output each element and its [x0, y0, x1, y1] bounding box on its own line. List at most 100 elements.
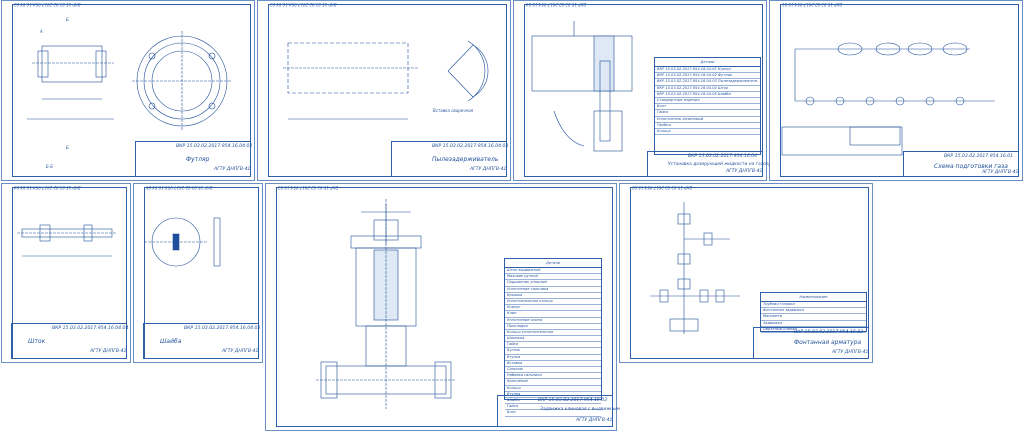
section-bb-label: Б-Б: [46, 164, 53, 169]
sheet-shayba: ВКР 15.03.02.2017.954.16.04.05 ВКР 15.03…: [133, 183, 263, 363]
sheet-shtok: ВКР 15.03.02.2017.954.16.04.04 ВКР 15.03…: [1, 183, 131, 363]
drawing-code: ВКР 15.03.02.2017.954.16.04.04: [52, 326, 129, 331]
drawing-fontannaya: [650, 202, 740, 334]
spec-table: Детали ВКР 15.03.02.2017.954.16.04.01 Ко…: [654, 57, 761, 155]
spec-row: Кольцо уплотнительное: [505, 330, 601, 337]
spec-header: Детали: [655, 58, 760, 67]
spec-row: Стандартные изделия: [655, 98, 760, 105]
spec-row: Кольцо: [505, 386, 601, 392]
sheet-frame: [630, 187, 869, 359]
drawing-pylezaderzhivatel: [283, 40, 489, 120]
spec-row: Гайка: [505, 342, 601, 349]
sheet-frame: [268, 4, 507, 177]
sheet-frame: [524, 4, 763, 177]
sheet-ustanovka: ВКР 15.03.02.2017.954.16.04 Детали ВКР 1…: [513, 0, 785, 181]
spec-row: Гайка: [505, 404, 601, 411]
organization: АГТУ ДНПГВ-41: [982, 170, 1019, 175]
drawing-title: Схема подготовки газа: [934, 163, 1008, 170]
organization: АГТУ ДНПГВ-41: [222, 349, 259, 354]
spec-row: Набивка сальника: [505, 373, 601, 380]
spec-row: Пробка: [655, 123, 760, 129]
drawing-shtok: [17, 224, 117, 257]
drawing-title: Фонтанная арматура: [794, 339, 862, 346]
spec-row: Сальник: [505, 367, 601, 374]
drawing-code: ВКР 15.03.02.2017.954.16.04.02: [176, 144, 253, 149]
spec-row: ВКР 15.03.02.2017.954.16.04.05 Шайба: [655, 92, 760, 98]
spec-row: Прокладка: [505, 324, 601, 330]
drawing-skhema: [781, 42, 995, 156]
spec-row: Обратный клапан: [761, 327, 866, 333]
organization: АГТУ ДНПГВ-41: [214, 167, 251, 172]
spec-row: Гайка: [655, 110, 760, 117]
drawing-zadvizhka: [316, 199, 456, 409]
drawing-title: Шайба: [160, 338, 182, 345]
organization: АГТУ ДНПГВ-41: [470, 167, 507, 172]
spec-row: Клин: [505, 311, 601, 318]
drawing-code: ВКР 15.03.02.2017.954.16.04: [688, 154, 758, 159]
spec-row: Втулка: [505, 392, 601, 398]
drawing-title: Пылезадерживатель: [432, 156, 499, 163]
organization: АГТУ ДНПГВ-41: [726, 169, 763, 174]
drawing-code: ВКР 15.03.02.2017.954.16.04.03: [432, 144, 509, 149]
note-label: Вставка сварочная: [433, 108, 474, 113]
drawing-title: Шток: [28, 338, 46, 345]
spec-row: Задвижка: [761, 321, 866, 327]
sheet-skhema: ВКР 15.03.02.2017.954.16.01 ВКР 15.03.02…: [769, 0, 1023, 181]
drawing-code: ВКР 15.03.02.2017.954.16.01: [944, 154, 1014, 159]
organization: АГТУ ДНПГВ-41: [832, 350, 869, 355]
sheet-frame: [276, 187, 613, 427]
spec-row: Трубная головка: [761, 302, 866, 309]
title-block: ВКР 15.03.02.2017.954.16.02 Фонтанная ар…: [753, 327, 869, 359]
spec-header: Наименование: [761, 293, 866, 302]
spec-row: Шпилька: [505, 336, 601, 343]
view-b-label-2: Б: [66, 145, 69, 150]
spec-row: ВКР 15.03.02.2017.954.16.04.01 Корпус: [655, 67, 760, 74]
drawing-futlyar: [27, 31, 232, 131]
spec-row: Уплотнение сальника: [505, 287, 601, 293]
spec-row: ВКР 15.03.02.2017.954.16.04.04 Шток: [655, 86, 760, 92]
drawing-code: ВКР 15.03.02.2017.954.16.02: [794, 330, 864, 335]
spec-row: Подшипник упорный: [505, 280, 601, 287]
drawing-title: Установка дозирующей жидкости на газопро…: [668, 162, 786, 167]
title-block: ВКР 15.03.02.2017.954.16.04.03 Пылезадер…: [391, 141, 509, 177]
sheet-fontannaya: ВКР 15.03.02.2017.954.16.02 Наименование…: [619, 183, 873, 363]
spec-row: Втулка: [505, 355, 601, 361]
spec-header: Детали: [505, 259, 601, 268]
sheet-pylezaderzhivatel: ВКР 15.03.02.2017.954.16.04.03 Вставка с…: [257, 0, 511, 181]
title-block: ВКР 15.03.02.2017.954.16.04.04 Шток АГТУ…: [11, 323, 129, 359]
title-block: ВКР 15.03.02.2017.954.16.04 Установка до…: [647, 151, 785, 177]
spec-row: Болт: [655, 104, 760, 111]
organization: АГТУ ДНПГВ-41: [90, 349, 127, 354]
title-block: ВКР 15.03.02.2017.954.16.01 Схема подгот…: [903, 151, 1019, 177]
drawing-code: ВКР 15.03.02.2017.954.16.04.05: [184, 326, 261, 331]
view-b-label: Б: [66, 17, 69, 22]
sheet-frame: [780, 4, 1019, 177]
spec-row: Крышка: [505, 293, 601, 299]
spec-row: ВКР 15.03.02.2017.954.16.04.03 Пылезадер…: [655, 79, 760, 86]
spec-row: Маховик ручной: [505, 274, 601, 281]
spec-row: Шайба: [505, 398, 601, 405]
spec-row: Болт: [505, 410, 601, 417]
spec-row: Корпус: [505, 305, 601, 312]
title-block: ВКР 15.03.02.2017.954.16.04.02 Футляр АГ…: [135, 141, 253, 177]
spec-row: Вставка: [505, 361, 601, 367]
sheet-futlyar: ВКР 15.03.02.2017.954.16.04.02 А Б Б Б-Б…: [1, 0, 255, 181]
spec-row: Шток выдвижной: [505, 268, 601, 275]
view-a-label: А: [40, 29, 43, 34]
spec-row: Бугель: [505, 348, 601, 355]
spec-row: ВКР 15.03.02.2017.954.16.04.02 Футляр: [655, 73, 760, 80]
drawing-title: Задвижка клиновая с выдвижным: [540, 407, 620, 412]
drawing-ustanovka: [531, 21, 633, 152]
spec-row: Уплотнитель резиновый: [655, 117, 760, 123]
title-block: ВКР 15.03.02.2017.954.16.03 Задвижка кли…: [497, 395, 620, 427]
drawing-shayba: [144, 217, 221, 267]
drawing-title: Футляр: [186, 156, 210, 163]
spec-row: Крепление: [505, 379, 601, 386]
spec-row: Уплотнительное кольцо: [505, 299, 601, 306]
spec-row: Манометр: [761, 314, 866, 321]
spec-row: Уплотнение клина: [505, 318, 601, 324]
spec-row: Кольцо: [655, 129, 760, 136]
drawing-code: ВКР 15.03.02.2017.954.16.03: [538, 398, 608, 403]
